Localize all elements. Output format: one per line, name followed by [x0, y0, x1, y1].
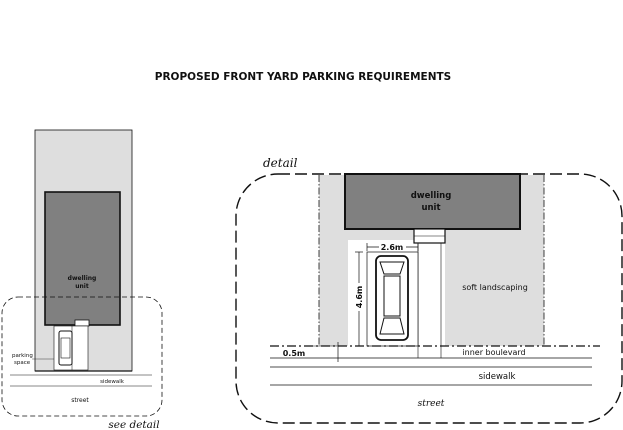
inner-boulevard-label: inner boulevard: [462, 348, 525, 357]
overview-sidewalk-label: sidewalk: [100, 379, 125, 385]
setback-dimension: 0.5m: [283, 342, 344, 362]
overview-car-icon: [58, 330, 73, 366]
detail-dwelling: [344, 173, 521, 230]
diagram-title: PROPOSED FRONT YARD PARKING REQUIREMENTS: [155, 71, 451, 83]
length-dimension-label: 4.6m: [355, 286, 364, 309]
width-dimension: 2.6m: [366, 241, 419, 252]
overview-detail-callout: [1, 296, 163, 417]
overview-parking-label-2: space: [14, 360, 31, 366]
detail-dwelling-label-2: unit: [421, 203, 440, 213]
overview-street-label: street: [71, 397, 89, 404]
overview-see-detail-label: see detail: [108, 419, 159, 430]
overview-porch: [74, 319, 90, 327]
detail-heading: detail: [263, 156, 298, 170]
overview-dwelling-label-1: dwelling: [68, 275, 97, 282]
overview-dwelling: [44, 191, 121, 326]
street-label: street: [418, 399, 445, 409]
detail-dwelling-label-1: dwelling: [411, 191, 452, 201]
overview-dwelling-label-2: unit: [75, 283, 89, 290]
setback-dimension-label: 0.5m: [283, 349, 306, 358]
sidewalk-label: sidewalk: [479, 372, 516, 382]
detail-plan: detail dwelling unit: [235, 156, 623, 424]
soft-landscaping-label: soft landscaping: [462, 283, 528, 292]
width-dimension-label: 2.6m: [381, 243, 404, 252]
detail-car-icon: [375, 255, 409, 341]
detail-border: [235, 173, 623, 424]
overview-parking-label-1: parking: [12, 353, 33, 359]
overview-plan: dwelling unit parking space sidewalk str…: [1, 129, 163, 430]
